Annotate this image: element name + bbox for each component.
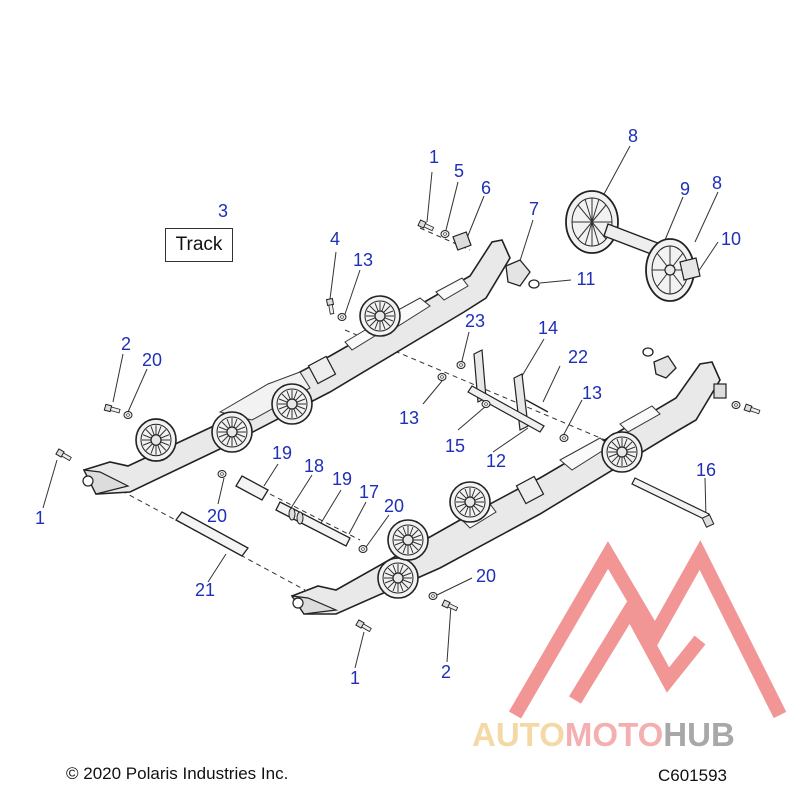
watermark-logo (508, 540, 787, 719)
callout-19: 19 (271, 443, 293, 463)
callout-22: 22 (567, 347, 589, 367)
watermark-auto: AUTO (472, 716, 565, 753)
callout-1: 1 (349, 668, 361, 688)
callout-20: 20 (206, 506, 228, 526)
callout-19: 19 (331, 469, 353, 489)
callout-13: 13 (398, 408, 420, 428)
callout-3: 3 (217, 201, 229, 221)
track-label: Track (175, 234, 223, 255)
callout-8: 8 (627, 126, 639, 146)
watermark-hub: HUB (663, 716, 735, 753)
watermark-text: AUTOMOTOHUB (472, 716, 735, 754)
rear-idler-assembly (565, 190, 701, 302)
callout-13: 13 (581, 383, 603, 403)
callout-8: 8 (711, 173, 723, 193)
callout-4: 4 (329, 229, 341, 249)
callout-6: 6 (480, 178, 492, 198)
copyright-notice: © 2020 Polaris Industries Inc. (66, 764, 289, 783)
callout-14: 14 (537, 318, 559, 338)
callout-20: 20 (475, 566, 497, 586)
callout-13: 13 (352, 250, 374, 270)
callout-12: 12 (485, 451, 507, 471)
track-label-box: Track (165, 228, 233, 262)
callout-10: 10 (720, 229, 742, 249)
callout-7: 7 (528, 199, 540, 219)
callout-17: 17 (358, 482, 380, 502)
shafts (175, 475, 715, 557)
callout-5: 5 (453, 161, 465, 181)
callout-20: 20 (141, 350, 163, 370)
callout-23: 23 (464, 311, 486, 331)
watermark-moto: MOTO (564, 716, 664, 753)
callout-2: 2 (120, 334, 132, 354)
diagram-code: C601593 (658, 766, 728, 785)
callout-1: 1 (428, 147, 440, 167)
callout-18: 18 (303, 456, 325, 476)
callout-1: 1 (34, 508, 46, 528)
callout-11: 11 (576, 269, 596, 289)
callout-9: 9 (679, 179, 691, 199)
callout-15: 15 (444, 436, 466, 456)
callout-21: 21 (194, 580, 216, 600)
callout-2: 2 (440, 662, 452, 682)
callout-16: 16 (695, 460, 717, 480)
right-rail (290, 361, 727, 615)
adjuster-parts (452, 231, 677, 379)
cross-shaft-assembly (467, 349, 549, 433)
callout-20: 20 (383, 496, 405, 516)
